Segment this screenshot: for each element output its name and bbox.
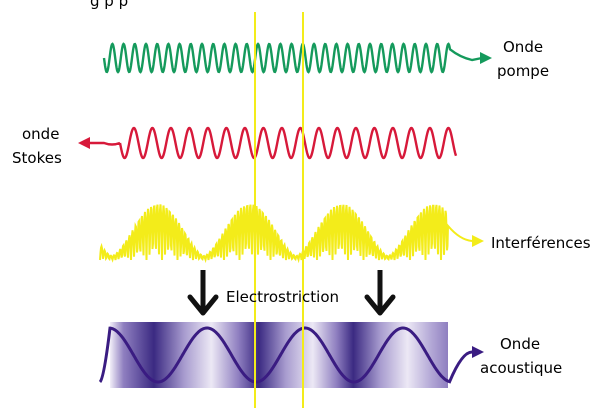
pump-wave [102, 42, 483, 74]
electrostriction-arrow-left [187, 270, 219, 316]
pump-arrowhead [480, 52, 492, 64]
interference-arrowhead [472, 235, 484, 247]
acoustic-label-line1: Onde [500, 335, 540, 353]
pump-label-line1: Onde [503, 38, 543, 56]
acoustic-label-line2: acoustique [480, 359, 562, 377]
stokes-label-line1: onde [22, 125, 59, 143]
electrostriction-arrow-right [364, 270, 396, 316]
acoustic-arrowhead [472, 346, 484, 358]
pump-label-line2: pompe [497, 62, 549, 80]
electrostriction-label: Electrostriction [226, 288, 339, 306]
stokes-wave [88, 126, 458, 160]
interference-label: Interférences [491, 234, 591, 252]
interference-wave [99, 204, 473, 264]
stokes-arrowhead [78, 137, 90, 149]
stokes-label-line2: Stokes [12, 149, 62, 167]
clipped-title-text: g p p [90, 0, 128, 10]
acoustic-wave [98, 326, 473, 384]
